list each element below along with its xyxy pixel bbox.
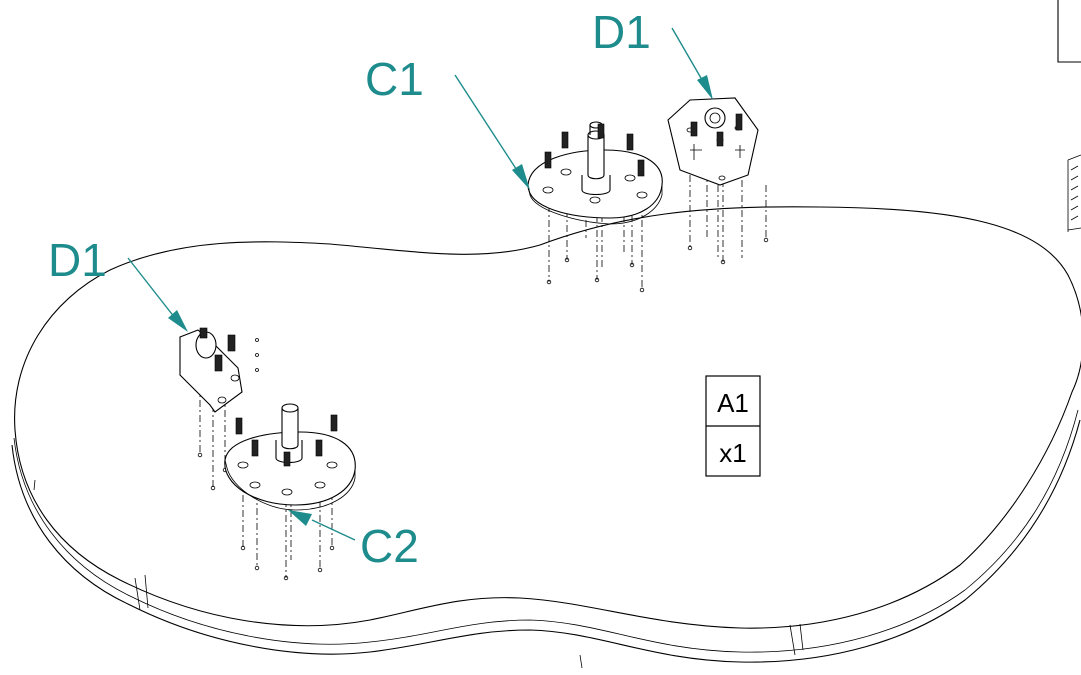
arrow-d1-top — [697, 75, 713, 100]
plate-c2 — [224, 403, 356, 581]
callout-leaders — [127, 27, 713, 541]
leader-c1 — [454, 74, 523, 179]
leader-d1-top — [671, 27, 706, 86]
arrow-d1-left — [168, 310, 188, 332]
callout-d1-top: D1 — [592, 6, 651, 58]
part-id: A1 — [717, 388, 749, 418]
callout-c1: C1 — [365, 53, 424, 105]
leader-c2 — [311, 519, 356, 541]
edge-ticks — [33, 479, 804, 669]
tabletop-edge-lip — [13, 409, 1079, 653]
part-quantity-box: A1 x1 — [705, 375, 761, 477]
side-fixture-partial — [1057, 0, 1081, 232]
part-quantity: x1 — [719, 438, 746, 468]
bracket-d1-left — [179, 327, 259, 491]
bracket-d1-top — [667, 97, 769, 265]
tabletop — [11, 206, 1081, 669]
callout-c2: C2 — [360, 520, 419, 572]
plate-c1 — [527, 121, 663, 293]
arrow-c1 — [512, 164, 530, 190]
tabletop-bottom-edge — [11, 419, 1081, 663]
callout-d1-left: D1 — [48, 234, 107, 286]
arrow-c2 — [288, 510, 312, 526]
leader-d1-left — [127, 257, 176, 319]
tabletop-top-surface — [14, 206, 1081, 629]
